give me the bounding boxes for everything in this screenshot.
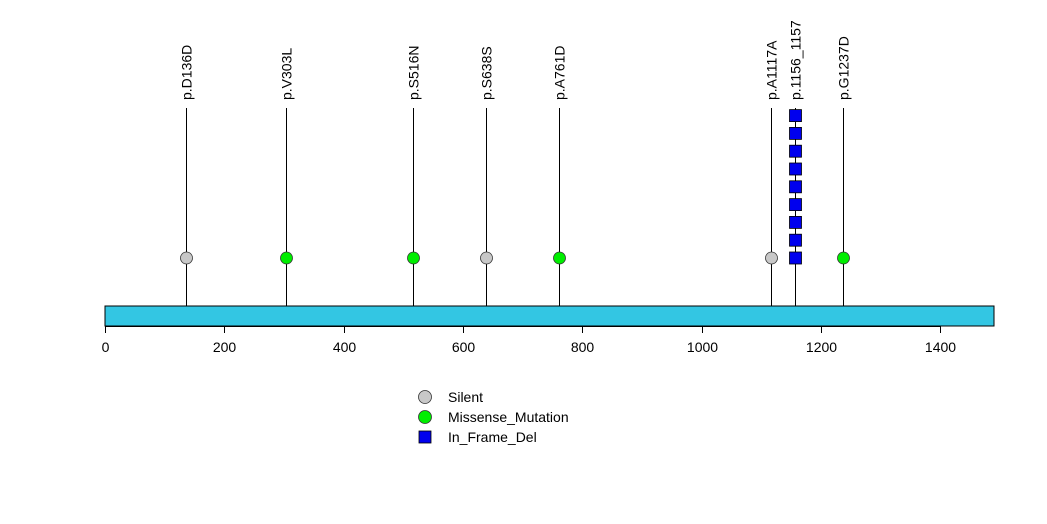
in-frame-del-marker bbox=[789, 198, 802, 212]
silent-marker bbox=[180, 251, 193, 265]
x-tick-label: 1400 bbox=[925, 339, 956, 355]
silent-marker bbox=[480, 251, 493, 265]
legend-label: Silent bbox=[448, 389, 483, 405]
in-frame-del-marker bbox=[789, 127, 802, 140]
legend-swatch bbox=[418, 410, 432, 424]
mutation-markers bbox=[180, 109, 850, 265]
in-frame-del-marker bbox=[789, 233, 802, 247]
mutation-label: p.A1117A bbox=[764, 40, 780, 100]
missense-marker bbox=[553, 251, 566, 265]
mutation-label: p.G1237D bbox=[836, 36, 852, 100]
mutation-label: p.D136D bbox=[179, 45, 195, 100]
in-frame-del-marker bbox=[789, 215, 802, 229]
x-tick-label: 800 bbox=[571, 339, 595, 355]
legend-swatch bbox=[418, 390, 432, 404]
missense-marker bbox=[280, 251, 293, 265]
legend-label: In_Frame_Del bbox=[448, 429, 537, 445]
x-tick-label: 600 bbox=[452, 339, 476, 355]
in-frame-del-marker bbox=[789, 109, 802, 122]
silent-marker bbox=[765, 251, 778, 265]
x-tick-label: 400 bbox=[333, 339, 357, 355]
protein-bar bbox=[104, 305, 995, 327]
x-tick-label: 1000 bbox=[687, 339, 718, 355]
mutation-label: p.V303L bbox=[279, 48, 295, 100]
x-tick-label: 0 bbox=[102, 339, 110, 355]
x-axis: 0 200 400 600 800 1000 1200 1400 bbox=[102, 326, 956, 355]
legend-swatch bbox=[418, 430, 432, 444]
missense-marker bbox=[407, 251, 420, 265]
x-tick-label: 200 bbox=[213, 339, 237, 355]
x-tick-label: 1200 bbox=[806, 339, 837, 355]
mutation-label: p.1156_1157 bbox=[788, 20, 804, 100]
in-frame-del-marker bbox=[789, 144, 802, 158]
mutation-label: p.S638S bbox=[479, 46, 495, 100]
mutation-label: p.A761D bbox=[552, 46, 568, 100]
legend-label: Missense_Mutation bbox=[448, 409, 569, 425]
in-frame-del-marker bbox=[789, 162, 802, 176]
mutation-labels: p.D136D p.V303L p.S516N p.S638S p.A761D p.A11… bbox=[179, 20, 852, 100]
mutation-stems bbox=[186, 108, 844, 326]
in-frame-del-marker bbox=[789, 251, 802, 265]
mutation-label: p.S516N bbox=[406, 46, 422, 100]
in-frame-del-marker bbox=[789, 180, 802, 194]
missense-marker bbox=[837, 251, 850, 265]
